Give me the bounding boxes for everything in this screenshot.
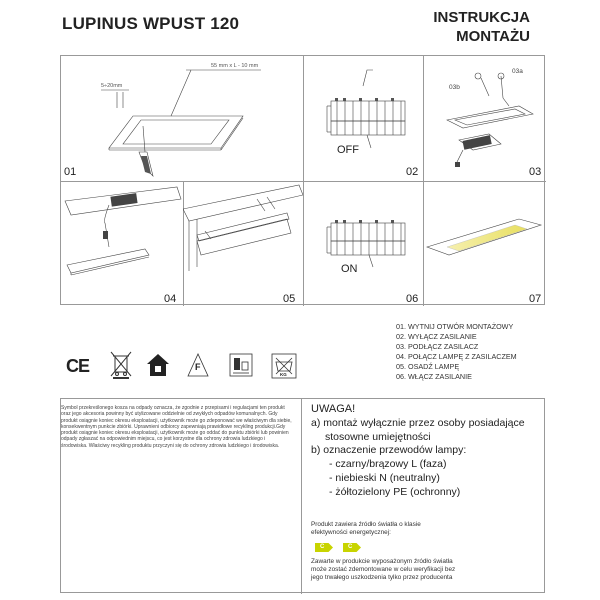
grid-divider-02-03 <box>423 56 424 306</box>
lower-info-section: Symbol przekreślonego kosza na odpady oz… <box>60 398 545 594</box>
indoor-use-icon <box>145 352 171 378</box>
energy-class-badge: C <box>315 543 333 552</box>
diagram-03-number: 03 <box>529 166 542 178</box>
crossed-bin-icon <box>108 350 134 380</box>
diagram-05-insert-lamp: 05 <box>183 181 303 306</box>
diagram-02-off-label: OFF <box>337 144 359 156</box>
diagram-07-number: 07 <box>529 293 542 305</box>
energy-note-line1: Zawarte w produkcie wyposażonym źródło ś… <box>311 558 453 565</box>
grid-divider-04-05 <box>183 181 184 306</box>
diagram-04-number: 04 <box>164 293 177 305</box>
warning-title: UWAGA! <box>311 403 356 415</box>
diagram-01-number: 01 <box>64 166 77 178</box>
diagram-03b-label: 03b <box>449 84 460 91</box>
diagram-06-on-label: ON <box>341 263 358 275</box>
energy-note-line2: może zostać zdemontowane w celu weryfika… <box>311 566 456 573</box>
manual-title-line1: INSTRUKCJA <box>433 9 530 26</box>
diagram-02-power-off: OFF 02 <box>303 56 423 181</box>
diagram-01-depth-label: 5÷20mm <box>101 83 123 89</box>
energy-class-block: Produkt zawiera źródło światła o klasie … <box>311 521 541 582</box>
certification-symbols-row: CE F <box>60 350 545 390</box>
energy-note-line3: jego trwałego uszkodzenia tylko przez pr… <box>311 574 453 581</box>
product-title: LUPINUS WPUST 120 <box>62 14 240 33</box>
f-mark-label: F <box>195 362 201 372</box>
grid-divider-01-02 <box>303 56 304 181</box>
installation-diagram-grid: 01 5÷20mm 55 mm x L - 10 mm <box>60 55 546 306</box>
steps-list: 01. WYTNIJ OTWÓR MONTAŻOWY 02. WYŁĄCZ ZA… <box>396 322 517 382</box>
weight-label: KG <box>280 372 287 377</box>
warning-a-line1: a) montaż wyłącznie przez osoby posiadaj… <box>311 416 525 429</box>
diagram-04-connect-lamp: 04 <box>61 181 183 306</box>
step-item: 03. PODŁĄCZ ZASILACZ <box>396 342 479 351</box>
ce-mark-icon: CE <box>66 356 90 376</box>
lower-divider <box>301 399 302 594</box>
wire-neutral: - niebieski N (neutralny) <box>329 471 440 484</box>
wire-live: - czarny/brązowy L (faza) <box>329 458 447 471</box>
diagram-07-lamp-installed: 07 <box>423 181 546 306</box>
diagram-05-number: 05 <box>283 293 296 305</box>
step-item: 01. WYTNIJ OTWÓR MONTAŻOWY <box>396 322 514 331</box>
f-mark-icon: F <box>186 352 210 378</box>
energy-badges: C C <box>315 543 541 552</box>
energy-line2: efektywności energetycznej: <box>311 529 391 536</box>
diagram-06-number: 06 <box>406 293 419 305</box>
package-weight-icon: KG <box>270 352 298 380</box>
energy-class-badge: C <box>343 543 361 552</box>
step-item: 06. WŁĄCZ ZASILANIE <box>396 372 472 381</box>
led-module-icon <box>228 352 254 378</box>
diagram-06-power-on: ON 06 <box>303 181 423 306</box>
energy-line1: Produkt zawiera źródło światła o klasie <box>311 521 421 528</box>
warning-a-line2: stosowne umiejętności <box>325 430 431 443</box>
weee-disposal-text: Symbol przekreślonego kosza na odpady oz… <box>61 405 292 449</box>
diagram-02-number: 02 <box>406 166 419 178</box>
step-item: 02. WYŁĄCZ ZASILANIE <box>396 332 477 341</box>
diagram-03a-label: 03a <box>512 68 523 75</box>
diagram-03-connect-power-supply: 03a 03b 03 <box>423 56 546 181</box>
step-item: 04. POŁĄCZ LAMPĘ Z ZASILACZEM <box>396 352 517 361</box>
warning-block: UWAGA! a) montaż wyłącznie przez osoby p… <box>311 403 541 500</box>
diagram-01-cut-label: 55 mm x L - 10 mm <box>211 63 259 69</box>
wire-earth: - żółtozielony PE (ochronny) <box>329 485 461 498</box>
step-item: 05. OSADŹ LAMPĘ <box>396 362 460 371</box>
manual-title: INSTRUKCJA MONTAŻU <box>433 8 530 46</box>
diagram-01-cut-opening: 01 5÷20mm 55 mm x L - 10 mm <box>61 56 303 181</box>
grid-divider-05-06 <box>303 181 304 306</box>
manual-title-line2: MONTAŻU <box>456 28 530 45</box>
warning-b-line1: b) oznaczenie przewodów lampy: <box>311 444 467 457</box>
